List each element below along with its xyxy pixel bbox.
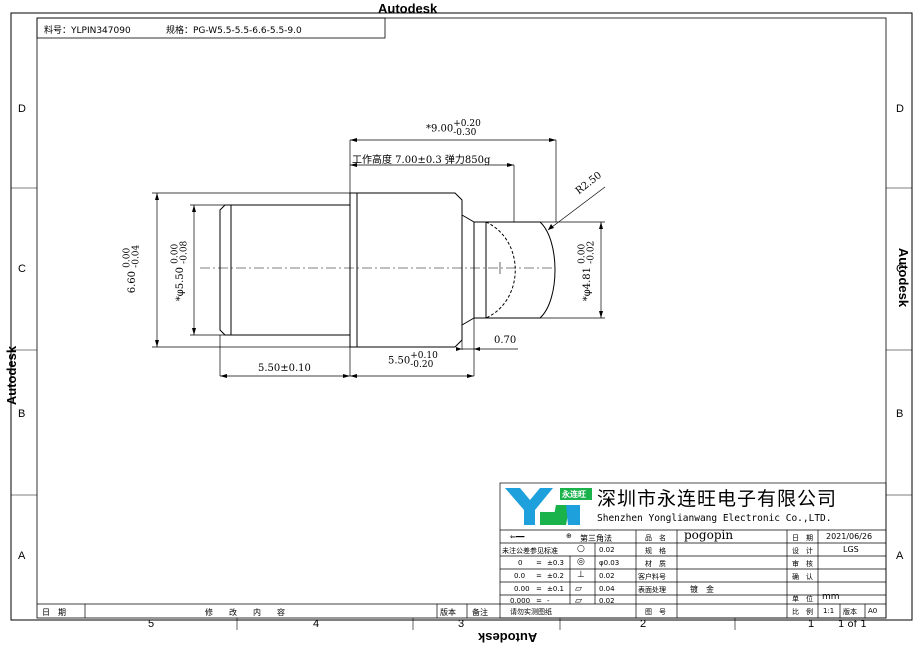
tol-row-a: 0.00 [514,585,530,593]
company-name-en: Shenzhen Yonglianwang Electronic Co.,LTD… [597,513,832,524]
value-surface: 镀 金 [690,585,714,594]
logo-badge: 永连旺 [562,490,586,499]
tol-row-value: 0.02 [599,597,615,605]
value-scale: 1:1 [823,607,835,615]
part-spec: 规格：PG-W5.5-5.5-6.6-5.5-9.0 [166,26,302,36]
projection-method: 第三角法 [580,534,612,543]
revision-date-label: 日 期 [42,608,66,617]
label-cust: 客户料号 [638,573,666,581]
tol-row-value: 0.02 [599,572,615,580]
tol-row-b: = [536,559,542,567]
part-number: 料号：YLPIN347090 [44,26,131,36]
perpendicular-symbol: ⊥ [577,570,585,580]
zone-row-right: A [896,550,904,562]
probe-symbol: ⇐━━ [510,533,525,541]
parallelogram-symbol: ▱ [575,584,582,594]
dim-overall: *9.00+0.20-0.30 [426,119,481,138]
label-unit: 单 位 [792,595,813,603]
label-date: 日 期 [792,534,813,542]
dim-work-height: 工作高度 7.00±0.3 弹力850g [352,155,491,166]
label-scale: 比 例 [792,608,813,616]
label-drawno: 图 号 [645,608,666,616]
tol-row-a: 0 [518,559,523,567]
value-unit: mm [822,592,840,602]
tol-row-b: = [536,585,542,593]
sheet-number: 1 of 1 [838,619,867,630]
zone-row-right: C [896,263,904,275]
dim-len-left: 5.50±0.10 [258,363,311,374]
watermark-right: Autodesk [896,247,912,308]
tol-row-c: ±0.1 [547,585,564,593]
watermark-bottom: Autodesk [478,630,538,645]
label-name: 品 名 [645,534,666,542]
revision-version-label: 版本 [440,608,456,617]
zone-row-left: A [18,550,26,562]
flatness-symbol: ⏥ [575,596,582,606]
zone-row-right: D [896,103,904,115]
tol-row-c: ±0.3 [547,559,564,567]
value-name: pogopin [684,528,734,542]
dim-660: 6.60 0.00-0.04 [122,244,142,294]
dim-step: 0.70 [494,335,517,346]
tolerance-heading: 未注公差参见标准 [502,547,558,555]
tol-row-c: ±0.2 [547,572,564,580]
label-spec: 规 格 [645,547,666,555]
value-design: LGS [843,545,859,554]
tol-row-a: 0.0 [514,572,526,580]
tol-row-b: = [536,597,542,605]
revision-note-label: 备注 [472,608,488,617]
roundness-symbol: ○ [577,544,585,554]
value-version: A0 [868,607,878,615]
zone-row-left: C [18,263,26,275]
dim-481-dia: *φ4.81 0.00-0.02 [577,240,597,302]
tol-row-c: - [547,597,550,605]
revision-content-label: 修 改 内 容 [205,608,285,617]
actual-measure-note: 请勿实测图纸 [510,608,552,616]
zone-row-right: B [896,408,904,420]
dim-550-dia: *φ5.50 0.00-0.08 [170,240,190,302]
company-logo [505,488,592,525]
dim-len-mid: 5.50+0.10-0.20 [388,351,438,370]
label-material: 材 质 [645,560,666,568]
projection-symbol: ⊕ [566,532,572,540]
label-surface: 表面处理 [638,586,666,594]
zone-row-left: D [18,103,26,115]
zone-col: 1 [808,618,815,630]
tol-row-b: = [536,572,542,580]
zone-col: 2 [640,618,647,630]
zone-row-left: B [18,408,26,420]
concentric-symbol: ◎ [577,557,585,567]
part-outline [219,192,556,348]
label-confirm: 确 认 [792,573,813,581]
value-date: 2021/06/26 [826,532,873,541]
tol-row-a: 0.000 [510,597,531,605]
zone-col: 4 [313,618,320,630]
zone-col: 5 [148,618,155,630]
tol-row-value: 0.04 [599,585,615,593]
watermark-top: Autodesk [378,1,438,16]
tol-pos-value: φ0.03 [599,559,620,567]
label-design: 设 计 [792,547,813,555]
company-name-cn: 深圳市永连旺电子有限公司 [597,488,838,510]
zone-col: 3 [458,618,465,630]
label-version: 版本 [843,608,857,616]
label-check: 审 核 [792,560,813,568]
roundness-value: 0.02 [599,546,615,554]
watermark-left: Autodesk [4,345,20,406]
